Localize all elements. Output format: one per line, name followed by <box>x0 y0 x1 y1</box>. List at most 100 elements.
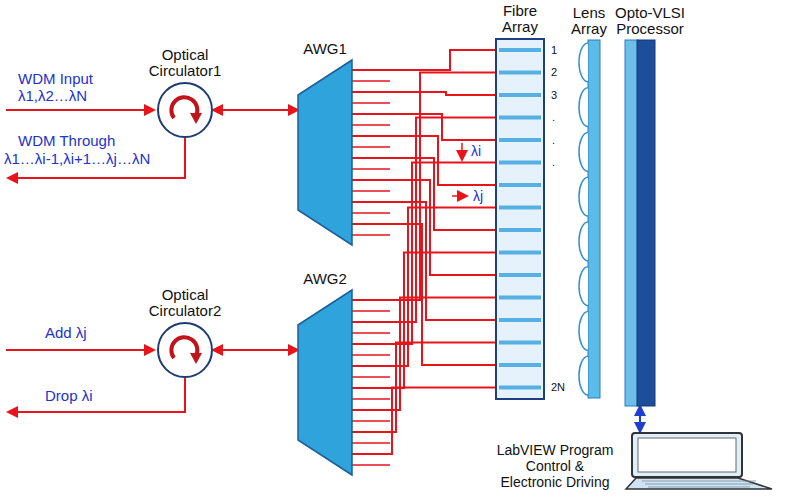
fibre-slot <box>499 48 541 52</box>
circulator-ring <box>158 83 212 137</box>
fibre-slot <box>499 138 541 142</box>
circulator-arrowhead <box>190 113 202 124</box>
port-stub <box>352 464 390 466</box>
signal-label: Add λj <box>45 324 87 341</box>
fibre-array-frame <box>496 39 544 399</box>
awg-block-outline <box>298 60 352 245</box>
fibre-slot <box>499 116 541 120</box>
port-stub <box>352 332 390 334</box>
processor-glass <box>625 40 638 406</box>
fibre-slot <box>499 228 541 232</box>
port-stub <box>352 310 390 312</box>
connector <box>213 349 298 351</box>
laptop-display <box>638 438 736 472</box>
opto-vlsi-processor: Opto-VLSI Processor <box>625 40 655 406</box>
port-number: 1 <box>551 44 557 57</box>
node-heading: Optical Circulator1 <box>139 47 231 79</box>
port-stub <box>352 398 390 400</box>
port-stub <box>352 190 390 192</box>
fibre-slot <box>499 251 541 255</box>
wavelength-label: λ1…λi-1,λi+1…λj…λN <box>4 150 150 167</box>
laptop-base <box>626 478 772 489</box>
port-stub <box>352 234 390 236</box>
laptop-screen <box>632 433 742 477</box>
lens-substrate <box>588 40 600 398</box>
lenslet <box>579 133 588 172</box>
port-stub <box>352 146 390 148</box>
node-heading: Lens Array <box>566 5 612 37</box>
port-stub <box>352 80 390 82</box>
signal-label: Drop λi <box>45 387 93 404</box>
opto-vlsi-processor-outline <box>625 40 655 406</box>
fibre-array: Fibre Array <box>495 38 545 400</box>
control-computer: LabVIEW Program Control & Electronic Dri… <box>622 432 778 490</box>
lenslet <box>579 312 588 351</box>
port-number: . <box>552 134 555 147</box>
fibre-slot <box>499 161 541 165</box>
node-heading: LabVIEW Program Control & Electronic Dri… <box>494 442 616 490</box>
fibre-slot <box>499 183 541 187</box>
lenslet <box>579 177 588 216</box>
signal-label: WDM Input <box>18 70 93 87</box>
port-stub <box>352 102 390 104</box>
add-direction-arrow <box>452 195 467 197</box>
fibre-slot <box>499 273 541 277</box>
lenslet <box>579 267 588 306</box>
port-stub <box>352 420 390 422</box>
lens-array: Lens Array <box>578 40 600 398</box>
laptop-keys <box>645 484 753 485</box>
signal-label: WDM Through <box>18 132 115 149</box>
awg-shape <box>298 60 352 245</box>
lens-array-outline <box>578 40 600 398</box>
fibre-bundle <box>352 73 495 455</box>
input-fibre <box>6 109 154 111</box>
fibre-slot <box>499 363 541 367</box>
port-number: . <box>552 111 555 124</box>
port-number: 3 <box>551 89 557 102</box>
fibre-array-outline <box>495 38 545 400</box>
fibre-slot <box>499 318 541 322</box>
node-heading: AWG1 <box>295 41 355 57</box>
fibre-slot <box>499 386 541 390</box>
awg-block: AWG2 <box>298 290 352 475</box>
circulator-outline <box>157 322 213 378</box>
lenslet <box>579 88 588 127</box>
circulator-ring <box>158 323 212 377</box>
processor-chip <box>637 40 655 406</box>
node-heading: Fibre Array <box>495 3 545 35</box>
laptop-keys <box>642 481 756 482</box>
circulator: Optical Circulator1 <box>157 82 213 138</box>
laptop-keys <box>648 487 750 488</box>
wavelength-label: λ1,λ2…λN <box>18 87 87 104</box>
control-computer-outline <box>622 432 778 490</box>
port-stub <box>352 376 390 378</box>
node-heading: AWG2 <box>295 271 355 287</box>
port-number: 2N <box>551 381 565 394</box>
port-number: . <box>552 156 555 169</box>
wavelength-label: λj <box>472 188 484 204</box>
awg-block: AWG1 <box>298 60 352 245</box>
lenslet <box>579 356 588 395</box>
port-stub <box>352 354 390 356</box>
port-stub <box>352 124 390 126</box>
fibre-slot <box>499 206 541 210</box>
lenslet <box>579 222 588 261</box>
wavelength-label: λi <box>470 143 482 159</box>
node-heading: Optical Circulator2 <box>139 287 231 319</box>
awg-port-stubs <box>352 81 390 465</box>
awg-shape <box>298 290 352 475</box>
circulator-outline <box>157 82 213 138</box>
drop-direction-arrow <box>461 143 463 160</box>
fibre-slot <box>499 93 541 97</box>
port-number: 2 <box>551 66 557 79</box>
fibre-slot <box>499 296 541 300</box>
connector <box>639 406 641 432</box>
circulator: Optical Circulator2 <box>157 322 213 378</box>
port-stub <box>352 168 390 170</box>
circulator-arrowhead <box>190 353 202 364</box>
add-fibre <box>6 349 154 351</box>
node-heading: Opto-VLSI Processor <box>610 5 690 37</box>
connector <box>213 109 298 111</box>
